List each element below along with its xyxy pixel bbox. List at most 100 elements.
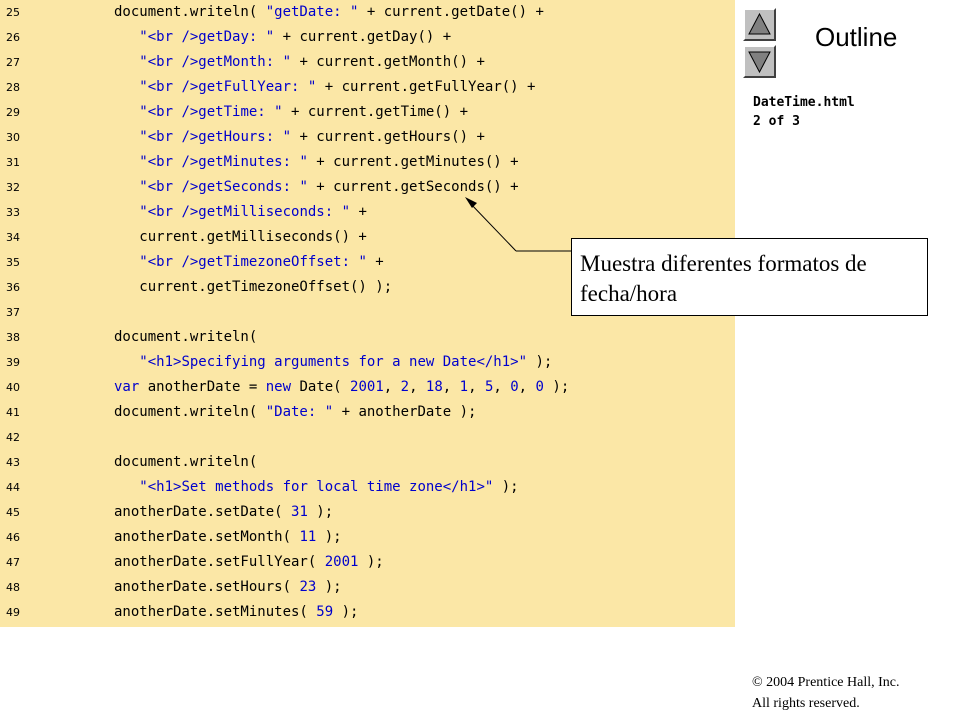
code-token: + current.getHours() + [291, 129, 485, 145]
code-token: "<br />getHours: " [139, 129, 292, 145]
code-token [114, 79, 139, 95]
code-line: 34 current.getMilliseconds() + [0, 225, 735, 250]
callout-text: Muestra diferentes formatos de fecha/hor… [580, 251, 867, 306]
line-code: "<h1>Specifying arguments for a new Date… [114, 350, 552, 375]
line-number: 38 [6, 331, 20, 344]
line-code: "<br />getTime: " + current.getTime() + [114, 100, 468, 125]
code-token: + current.getDay() + [274, 29, 452, 45]
code-line: 36 current.getTimezoneOffset() ); [0, 275, 735, 300]
line-code: "<br />getTimezoneOffset: " + [114, 250, 384, 275]
line-number: 36 [6, 281, 20, 294]
line-code: anotherDate.setMonth( 11 ); [114, 525, 342, 550]
code-line: 29 "<br />getTime: " + current.getTime()… [0, 100, 735, 125]
code-token: + [350, 204, 367, 220]
code-token: , [442, 379, 460, 395]
line-number: 35 [6, 256, 20, 269]
code-token: , [493, 379, 511, 395]
code-token: "<br />getMonth: " [139, 54, 292, 70]
code-token: 0 [535, 379, 544, 395]
line-code: document.writeln( "Date: " + anotherDate… [114, 400, 476, 425]
code-line: 45 anotherDate.setDate( 31 ); [0, 500, 735, 525]
code-token: , [383, 379, 401, 395]
line-number: 40 [6, 381, 20, 394]
code-token: ); [333, 604, 359, 620]
code-token: anotherDate.setDate( [114, 504, 292, 520]
code-token: "<br />getMilliseconds: " [139, 204, 351, 220]
line-code: anotherDate.setDate( 31 ); [114, 500, 333, 525]
line-number: 34 [6, 231, 20, 244]
code-token [114, 154, 139, 170]
code-token: new [265, 379, 292, 395]
triangle-down-icon [748, 51, 771, 74]
code-token: + [366, 254, 384, 270]
code-token: + current.getMinutes() + [307, 154, 519, 170]
code-token: "<br />getTimezoneOffset: " [139, 254, 367, 270]
code-line: 35 "<br />getTimezoneOffset: " + [0, 250, 735, 275]
code-line: 33 "<br />getMilliseconds: " + [0, 200, 735, 225]
code-token: 11 [299, 529, 317, 545]
line-number: 44 [6, 481, 20, 494]
line-code: "<br />getMonth: " + current.getMonth() … [114, 50, 485, 75]
code-token: ); [316, 579, 342, 595]
line-number: 41 [6, 406, 20, 419]
file-info: DateTime.html 2 of 3 [753, 93, 855, 131]
code-token: , [518, 379, 536, 395]
line-code: anotherDate.setMinutes( 59 ); [114, 600, 358, 625]
code-line: 39 "<h1>Specifying arguments for a new D… [0, 350, 735, 375]
previous-slide-button[interactable] [743, 8, 776, 41]
line-number: 48 [6, 581, 20, 594]
code-token: ); [307, 504, 334, 520]
line-number: 37 [6, 306, 20, 319]
code-token: 1 [459, 379, 469, 395]
line-number: 28 [6, 81, 20, 94]
code-token: Date( [291, 379, 351, 395]
code-token [114, 204, 139, 220]
code-token: "Date: " [265, 404, 334, 420]
code-token: + anotherDate ); [333, 404, 477, 420]
line-number: 42 [6, 431, 20, 444]
code-token: 2 [400, 379, 410, 395]
line-number: 25 [6, 6, 20, 19]
code-token: "<br />getSeconds: " [139, 179, 308, 195]
line-code: current.getMilliseconds() + [114, 225, 367, 250]
code-token: document.writeln( [114, 4, 266, 20]
code-token: ); [358, 554, 384, 570]
code-line: 41 document.writeln( "Date: " + anotherDa… [0, 400, 735, 425]
line-code: "<br />getDay: " + current.getDay() + [114, 25, 451, 50]
line-number: 27 [6, 56, 20, 69]
outline-title: Outline [815, 22, 898, 52]
code-token: ); [527, 354, 553, 370]
code-token [114, 479, 139, 495]
code-token: document.writeln( [114, 404, 266, 420]
line-code: document.writeln( [114, 325, 257, 350]
code-token: + current.getTime() + [282, 104, 469, 120]
code-line: 27 "<br />getMonth: " + current.getMonth… [0, 50, 735, 75]
callout-box: Muestra diferentes formatos de fecha/hor… [571, 238, 928, 316]
line-code: current.getTimezoneOffset() ); [114, 275, 392, 300]
code-token: 59 [316, 604, 334, 620]
code-token: current.getTimezoneOffset() ); [114, 279, 393, 295]
code-token: "<br />getDay: " [139, 29, 275, 45]
line-number: 49 [6, 606, 20, 619]
code-token: "<br />getFullYear: " [139, 79, 317, 95]
line-number: 33 [6, 206, 20, 219]
line-number: 45 [6, 506, 20, 519]
code-line: 28 "<br />getFullYear: " + current.getFu… [0, 75, 735, 100]
code-line: 30 "<br />getHours: " + current.getHours… [0, 125, 735, 150]
code-token: + current.getFullYear() + [316, 79, 536, 95]
line-number: 43 [6, 456, 20, 469]
line-code: "<br />getHours: " + current.getHours() … [114, 125, 485, 150]
line-number: 46 [6, 531, 20, 544]
code-token: document.writeln( [114, 329, 258, 345]
code-token: 31 [291, 504, 308, 520]
code-token: "<h1>Specifying arguments for a new Date… [139, 354, 528, 370]
next-slide-button[interactable] [743, 45, 776, 78]
code-token: ); [543, 379, 570, 395]
code-token: , [468, 379, 485, 395]
code-line: 42 [0, 425, 735, 450]
code-token: anotherDate.setFullYear( [114, 554, 325, 570]
code-line: 37 [0, 300, 735, 325]
